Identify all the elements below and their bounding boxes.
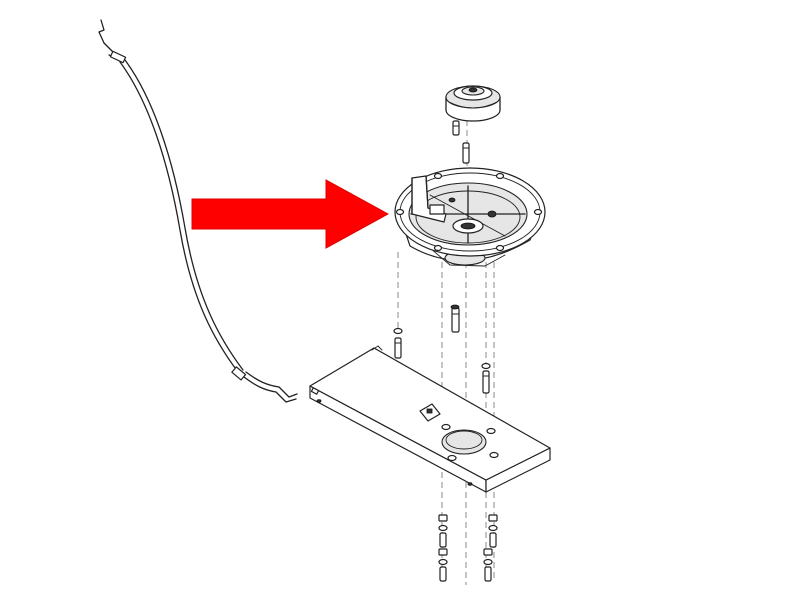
- bolt: [482, 370, 490, 394]
- bolt: [439, 532, 497, 582]
- bearing-housing: [394, 167, 546, 267]
- washer: [481, 362, 491, 370]
- red-arrow-icon: [191, 179, 390, 249]
- control-cable: [98, 19, 298, 403]
- bolt: [452, 120, 470, 164]
- washer: [393, 327, 403, 335]
- pulley: [445, 85, 501, 122]
- nut: [438, 514, 498, 556]
- bolt: [450, 304, 460, 333]
- bolt: [394, 337, 402, 359]
- washer: [438, 524, 498, 566]
- deck-plate: [309, 345, 551, 493]
